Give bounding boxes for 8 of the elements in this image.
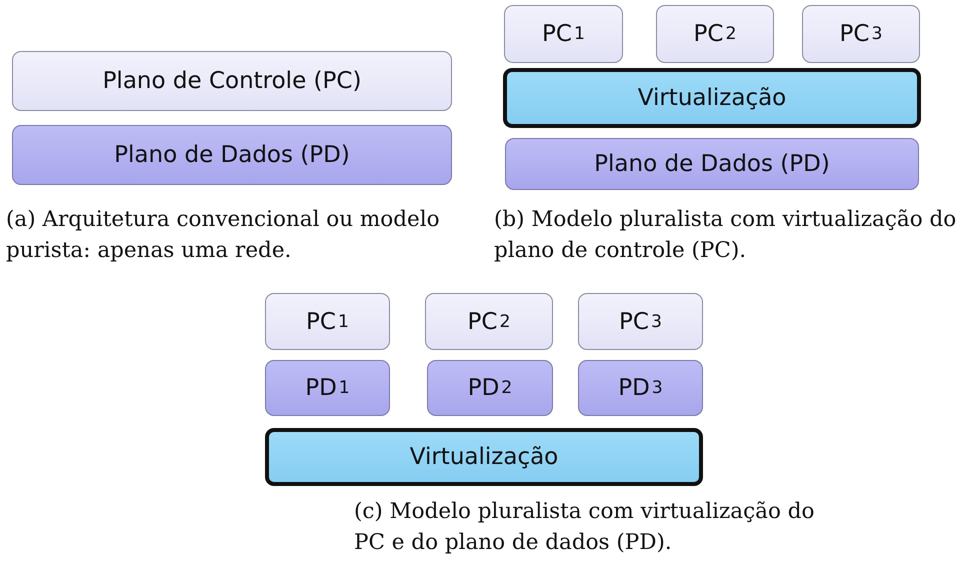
virtualization-layer-box: Virtualização — [265, 428, 703, 486]
data-plane-box: Plano de Dados (PD) — [12, 125, 452, 185]
data-plane-box: Plano de Dados (PD) — [505, 138, 919, 190]
figure-caption: (a) Arquitetura convencional ou modelo purista: apenas uma rede. — [6, 206, 441, 265]
virtualization-layer-box: Virtualização — [503, 68, 921, 128]
figure-caption: (b) Modelo pluralista com virtualização do plano de controle (PC). — [494, 206, 958, 265]
control-plane-box: Plano de Controle (PC) — [12, 51, 452, 111]
figure-caption: (c) Modelo pluralista com virtualização do PC e do plano de dados (PD). — [354, 498, 816, 557]
